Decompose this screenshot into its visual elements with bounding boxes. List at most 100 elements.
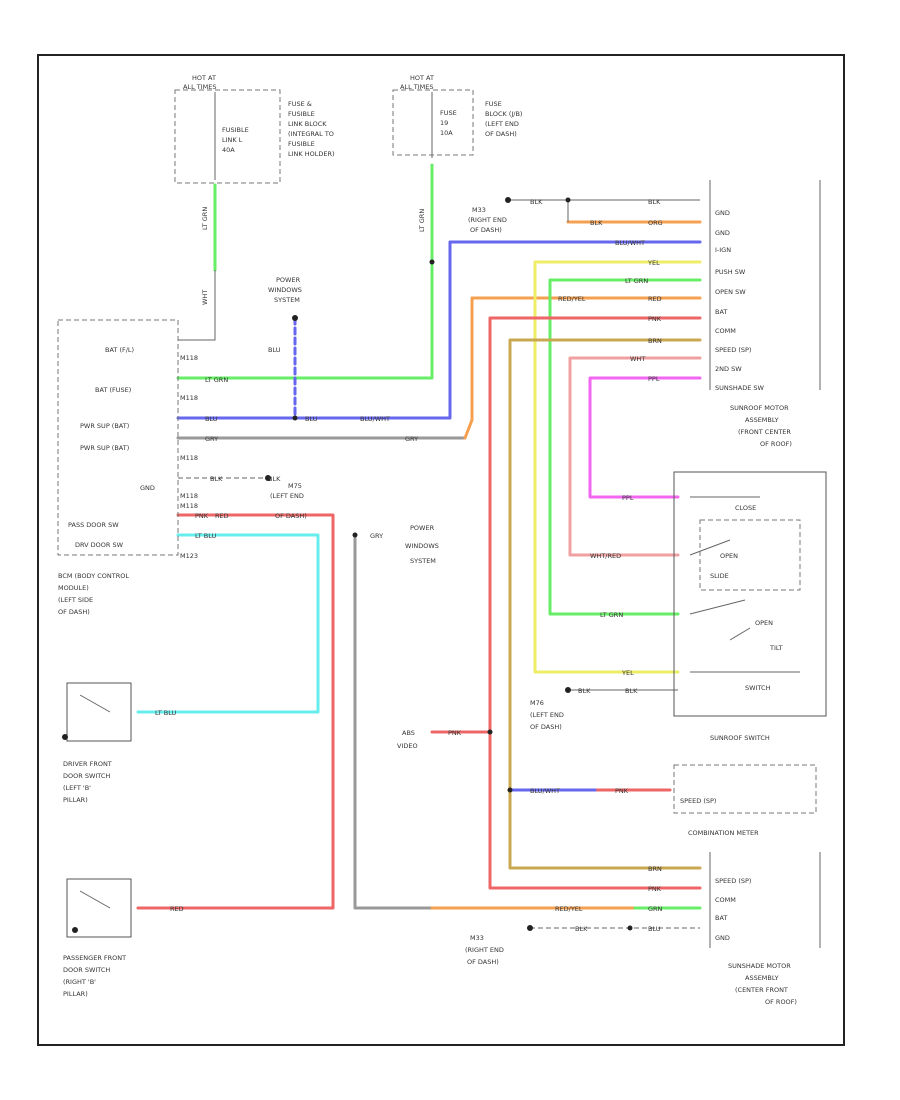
diagram-label: PPL <box>648 375 660 383</box>
diagram-label: LINK L <box>222 136 243 144</box>
junction-dot <box>292 415 298 421</box>
diagram-label: TILT <box>769 644 783 652</box>
wire-lt-grn-open-sw <box>548 278 702 616</box>
diagram-label: M118 <box>180 502 198 510</box>
diagram-label: BLK <box>578 687 591 695</box>
diagram-label: RED/YEL <box>558 295 586 303</box>
wire-blu-pwr-sup <box>176 240 702 420</box>
diagram-label: WHT <box>630 355 645 363</box>
diagram-label: M33 <box>470 934 484 942</box>
diagram-label: PASSENGER FRONT <box>63 954 126 962</box>
junction-dot <box>565 687 571 693</box>
diagram-label: BLK <box>210 475 223 483</box>
wires <box>136 163 702 910</box>
diagram-label: SUNROOF SWITCH <box>710 734 770 742</box>
diagram-label: LT GRN <box>600 611 623 619</box>
diagram-label: BLU <box>268 346 281 354</box>
ground-wires <box>178 199 700 929</box>
diagram-label: ASSEMBLY <box>745 974 779 982</box>
diagram-label: MODULE) <box>58 584 89 592</box>
wire-ppl-sunshade-sw <box>588 376 702 499</box>
diagram-label: LT BLU <box>155 709 177 717</box>
junction-dot <box>429 259 435 265</box>
diagram-label: GND <box>140 484 155 492</box>
diagram-label: LT GRN <box>201 207 209 230</box>
diagram-label: LINK BLOCK <box>288 120 327 128</box>
diagram-label: VIDEO <box>397 742 418 750</box>
diagram-label: WHT <box>201 290 209 305</box>
connector-m33-top: M33 (RIGHT END OF DASH) <box>468 206 507 234</box>
connector-m75: M75 (LEFT END OF DASH) <box>270 482 307 520</box>
diagram-label: OF DASH) <box>467 958 499 966</box>
sunroof-switch: CLOSE OPEN SLIDE OPEN TILT SWITCH SUNROO… <box>673 471 827 742</box>
bcm-module: BAT (F/L) BAT (FUSE) PWR SUP (BAT) PWR S… <box>57 319 198 616</box>
sunshade-motor-assembly: SPEED (SP) COMM BAT GND SUNSHADE MOTOR A… <box>709 852 821 1006</box>
diagram-label: LT GRN <box>205 376 228 384</box>
diagram-label: OF ROOF) <box>765 998 797 1006</box>
wire-yel-push-sw <box>533 260 702 674</box>
diagram-label: YEL <box>621 669 634 677</box>
diagram-label: GND <box>715 209 730 217</box>
wire-brn-speed <box>508 338 702 870</box>
diagram-label: OF DASH) <box>275 512 307 520</box>
junction-dot <box>505 197 511 203</box>
fusible-link-box: HOT AT ALL TIMES FUSIBLE LINK L 40A FUSE… <box>174 74 335 184</box>
diagram-label: 19 <box>440 119 448 127</box>
diagram-label: BLU/WHT <box>360 415 390 423</box>
diagram-label: SUNSHADE MOTOR <box>728 962 791 970</box>
diagram-label: BAT <box>715 914 727 922</box>
diagram-label: M76 <box>530 699 544 707</box>
diagram-label: M75 <box>288 482 302 490</box>
abs-video: ABS VIDEO PNK <box>397 729 462 750</box>
diagram-label: M118 <box>180 394 198 402</box>
diagram-label: FUSE <box>485 100 502 108</box>
diagram-label: (LEFT END <box>485 120 519 128</box>
diagram-label: ABS <box>402 729 415 737</box>
diagram-label: SYSTEM <box>274 296 300 304</box>
diagram-label: FUSE <box>440 109 457 117</box>
diagram-label: PNK <box>448 729 462 737</box>
wire-lt-blu-drv-door <box>136 533 320 714</box>
diagram-label: BLU <box>648 925 661 933</box>
junction-dot <box>527 925 533 931</box>
diagram-label: M118 <box>180 492 198 500</box>
diagram-label: SPEED (SP) <box>715 877 751 885</box>
diagram-label: OPEN <box>755 619 773 627</box>
junction-dot <box>507 787 513 793</box>
diagram-label: LT GRN <box>625 277 648 285</box>
diagram-label: BLU/WHT <box>530 787 560 795</box>
junction-dot <box>292 315 298 321</box>
wire-red-pass-door <box>136 513 335 910</box>
diagram-label: OF DASH) <box>470 226 502 234</box>
diagram-label: PUSH SW <box>715 268 746 276</box>
diagram-label: PWR SUP (BAT) <box>80 444 129 452</box>
diagram-label: OPEN <box>720 552 738 560</box>
junction-dot <box>565 197 571 203</box>
diagram-label: COMM <box>715 327 736 335</box>
diagram-label: M118 <box>180 354 198 362</box>
wire-pnk-comm <box>488 316 702 890</box>
sunroof-motor-assembly: GND GND I-IGN PUSH SW OPEN SW BAT COMM S… <box>709 180 821 448</box>
diagram-label: GRY <box>370 532 383 540</box>
diagram-label: PNK <box>648 315 662 323</box>
diagram-label: ALL TIMES <box>183 83 216 91</box>
connector-m76: M76 (LEFT END OF DASH) <box>530 699 564 731</box>
diagram-label: DRIVER FRONT <box>63 760 112 768</box>
wire-lt-grn-fuse-19 <box>176 163 434 380</box>
diagram-label: HOT AT <box>192 74 216 82</box>
diagram-label: COMBINATION METER <box>688 829 759 837</box>
diagram-label: 2ND SW <box>715 365 742 373</box>
diagram-label: (LEFT END <box>270 492 304 500</box>
diagram-label: LT GRN <box>418 209 426 232</box>
diagram-label: 40A <box>222 146 235 154</box>
diagram-label: GND <box>715 229 730 237</box>
diagram-label: WHT/RED <box>590 552 621 560</box>
diagram-label: BLK <box>530 198 543 206</box>
diagram-label: SPEED (SP) <box>680 797 716 805</box>
power-windows-system-top: POWER WINDOWS SYSTEM BLU <box>268 276 302 354</box>
diagram-label: BAT (FUSE) <box>95 386 131 394</box>
diagram-label: SWITCH <box>745 684 771 692</box>
diagram-label: (FRONT CENTER <box>738 428 791 436</box>
diagram-label: BLU/WHT <box>615 239 645 247</box>
diagram-label: RED <box>170 905 184 913</box>
